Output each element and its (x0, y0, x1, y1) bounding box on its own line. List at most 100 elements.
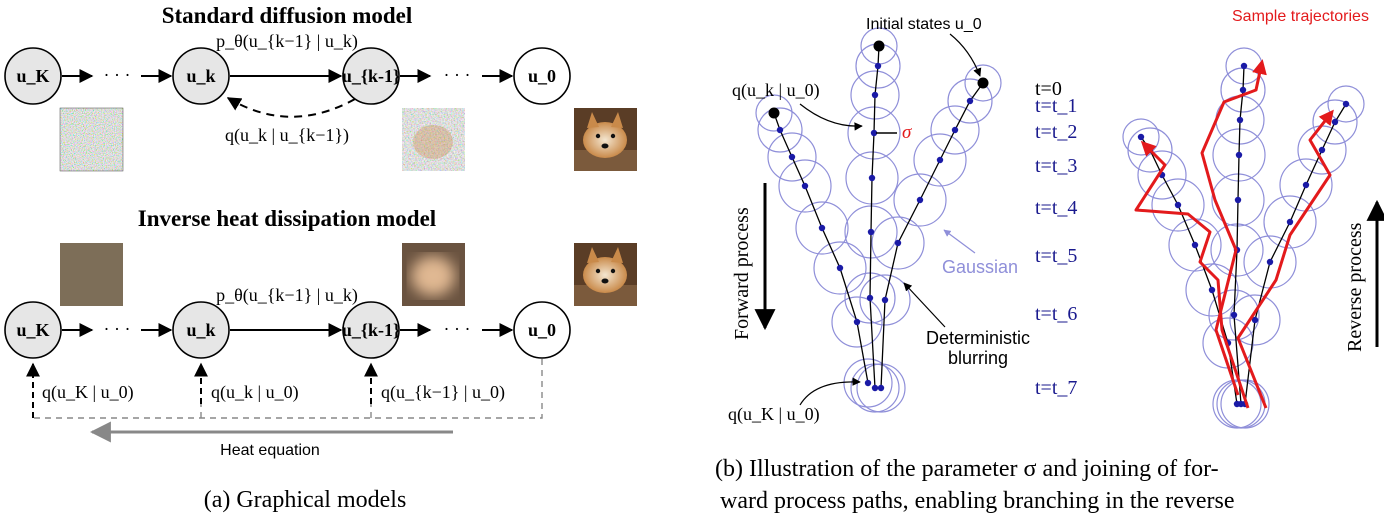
std-node-uk-label: u_k (186, 66, 215, 86)
reverse-sample-dot (1239, 86, 1247, 94)
reverse-sample-dot (1302, 181, 1310, 189)
forward-gaussian-circle (831, 296, 883, 348)
forward-paths (773, 45, 984, 389)
forward-gaussian-circle (843, 358, 893, 408)
blurring-label: blurring (948, 348, 1008, 368)
init-state-dot-2 (977, 77, 989, 89)
q-uK-u0-pointer (799, 377, 861, 406)
reverse-gaussian-circle (1208, 289, 1260, 341)
reverse-gaussian-circle (1127, 127, 1173, 173)
sample-trajectory (1236, 109, 1334, 409)
forward-gaussian-circle (964, 64, 1002, 102)
std-node-u0: u_0 (513, 47, 571, 105)
right-panel: Initial states u_0 Sample trajectories q… (715, 8, 1384, 514)
std-dots-2: · · · (444, 65, 471, 85)
q-uk-u0-label: q(u_k | u_0) (732, 80, 820, 101)
inv-node-u0-label: u_0 (528, 320, 556, 340)
forward-sample-dot (864, 379, 872, 387)
sigma-label: σ (902, 122, 912, 143)
reverse-gaussian-circle (1263, 195, 1317, 249)
sample-trajectory (1200, 59, 1267, 396)
forward-gaussian-circle (871, 216, 925, 270)
forward-sample-dot (836, 264, 844, 272)
sample-trajectories (1134, 59, 1334, 409)
time-t7: t=t_7 (1035, 377, 1077, 399)
reverse-sample-dot (1240, 62, 1248, 70)
reverse-sample-dot (1230, 311, 1238, 319)
reverse-gaussian-circle (1312, 99, 1358, 145)
caption-b-line1: (b) Illustration of the parameter σ and … (715, 456, 1219, 482)
forward-gaussian-circle (778, 159, 832, 213)
dog-image-bottom (574, 243, 637, 306)
time-t1: t=t_1 (1035, 95, 1077, 117)
forward-path (869, 45, 880, 389)
gaussian-label: Gaussian (942, 257, 1018, 277)
reverse-sample-dot (1318, 146, 1326, 154)
time-t3: t=t_3 (1035, 155, 1077, 177)
heat-connections (33, 359, 543, 419)
reverse-gaussian-circles (1122, 47, 1365, 429)
std-p-label: p_θ(u_{k−1} | u_k) (216, 31, 358, 52)
std-node-uk1-label: u_{k-1} (342, 66, 400, 86)
reverse-path (1233, 65, 1245, 405)
std-q-label: q(u_k | u_{k−1}) (225, 125, 349, 146)
reverse-gaussian-circle (1220, 379, 1270, 429)
forward-gaussian-circle (893, 173, 947, 227)
forward-gaussian-circle (767, 132, 817, 182)
forward-sample-dot (881, 296, 889, 304)
time-labels: t=0 t=t_1 t=t_2 t=t_3 t=t_4 t=t_5 t=t_6 … (1035, 78, 1077, 399)
inverse-title: Inverse heat dissipation model (138, 206, 436, 231)
time-t2: t=t_2 (1035, 121, 1077, 143)
init-pointer (949, 33, 982, 77)
forward-sample-dot (776, 126, 784, 134)
forward-sample-dot (874, 62, 882, 70)
forward-sample-dot (916, 196, 924, 204)
inv-node-uk: u_k (172, 301, 230, 359)
time-t0: t=0 (1035, 78, 1062, 100)
dog-image-top (574, 108, 637, 171)
forward-process-label: Forward process (731, 207, 753, 340)
inv-p-label: p_θ(u_{k−1} | u_k) (216, 285, 358, 306)
time-t5: t=t_5 (1035, 245, 1077, 267)
forward-path (773, 112, 869, 384)
forward-gaussian-circle (947, 78, 993, 124)
forward-sample-dot (894, 239, 902, 247)
inv-node-uk1: u_{k-1} (342, 301, 400, 359)
std-node-u0-label: u_0 (528, 66, 556, 86)
reverse-sample-dot (1234, 196, 1242, 204)
time-t4: t=t_4 (1035, 197, 1077, 219)
standard-title: Standard diffusion model (162, 3, 413, 28)
forward-gaussian-circle (913, 133, 967, 187)
inv-node-uK-label: u_K (16, 320, 49, 340)
inv-node-u0: u_0 (513, 301, 571, 359)
reverse-sample-dot (1137, 133, 1145, 141)
inv-node-uK: u_K (4, 301, 62, 359)
std-dots-1: · · · (104, 65, 131, 85)
forward-gaussian-circle (850, 363, 900, 413)
std-node-uK-label: u_K (16, 66, 49, 86)
inv-node-uk-label: u_k (186, 320, 215, 340)
reverse-sample-dot (1331, 118, 1339, 126)
forward-sample-dot (866, 294, 874, 302)
forward-sample-dot (877, 384, 885, 392)
forward-sample-dot (936, 156, 944, 164)
forward-sample-dot (870, 129, 878, 137)
reverse-gaussian-circle (1137, 150, 1187, 200)
forward-sample-dot (868, 174, 876, 182)
reverse-sample-dot (1286, 218, 1294, 226)
sample-trajectories-label: Sample trajectories (1232, 8, 1369, 25)
reverse-sample-dot (1191, 241, 1199, 249)
blurred-dog-image (402, 243, 465, 306)
inv-q-label-uK: q(u_K | u_0) (42, 382, 134, 403)
caption-b-line2: ward process paths, enabling branching i… (720, 488, 1235, 514)
std-node-uK: u_K (4, 47, 62, 105)
flat-image (60, 243, 123, 306)
reverse-sample-dot (1236, 116, 1244, 124)
time-t6: t=t_6 (1035, 303, 1077, 325)
init-state-dot-1 (873, 40, 885, 52)
forward-sample-dot (871, 384, 879, 392)
forward-gaussian-circle (859, 274, 911, 326)
forward-gaussian-circle (757, 107, 803, 153)
std-node-uk: u_k (172, 47, 230, 105)
